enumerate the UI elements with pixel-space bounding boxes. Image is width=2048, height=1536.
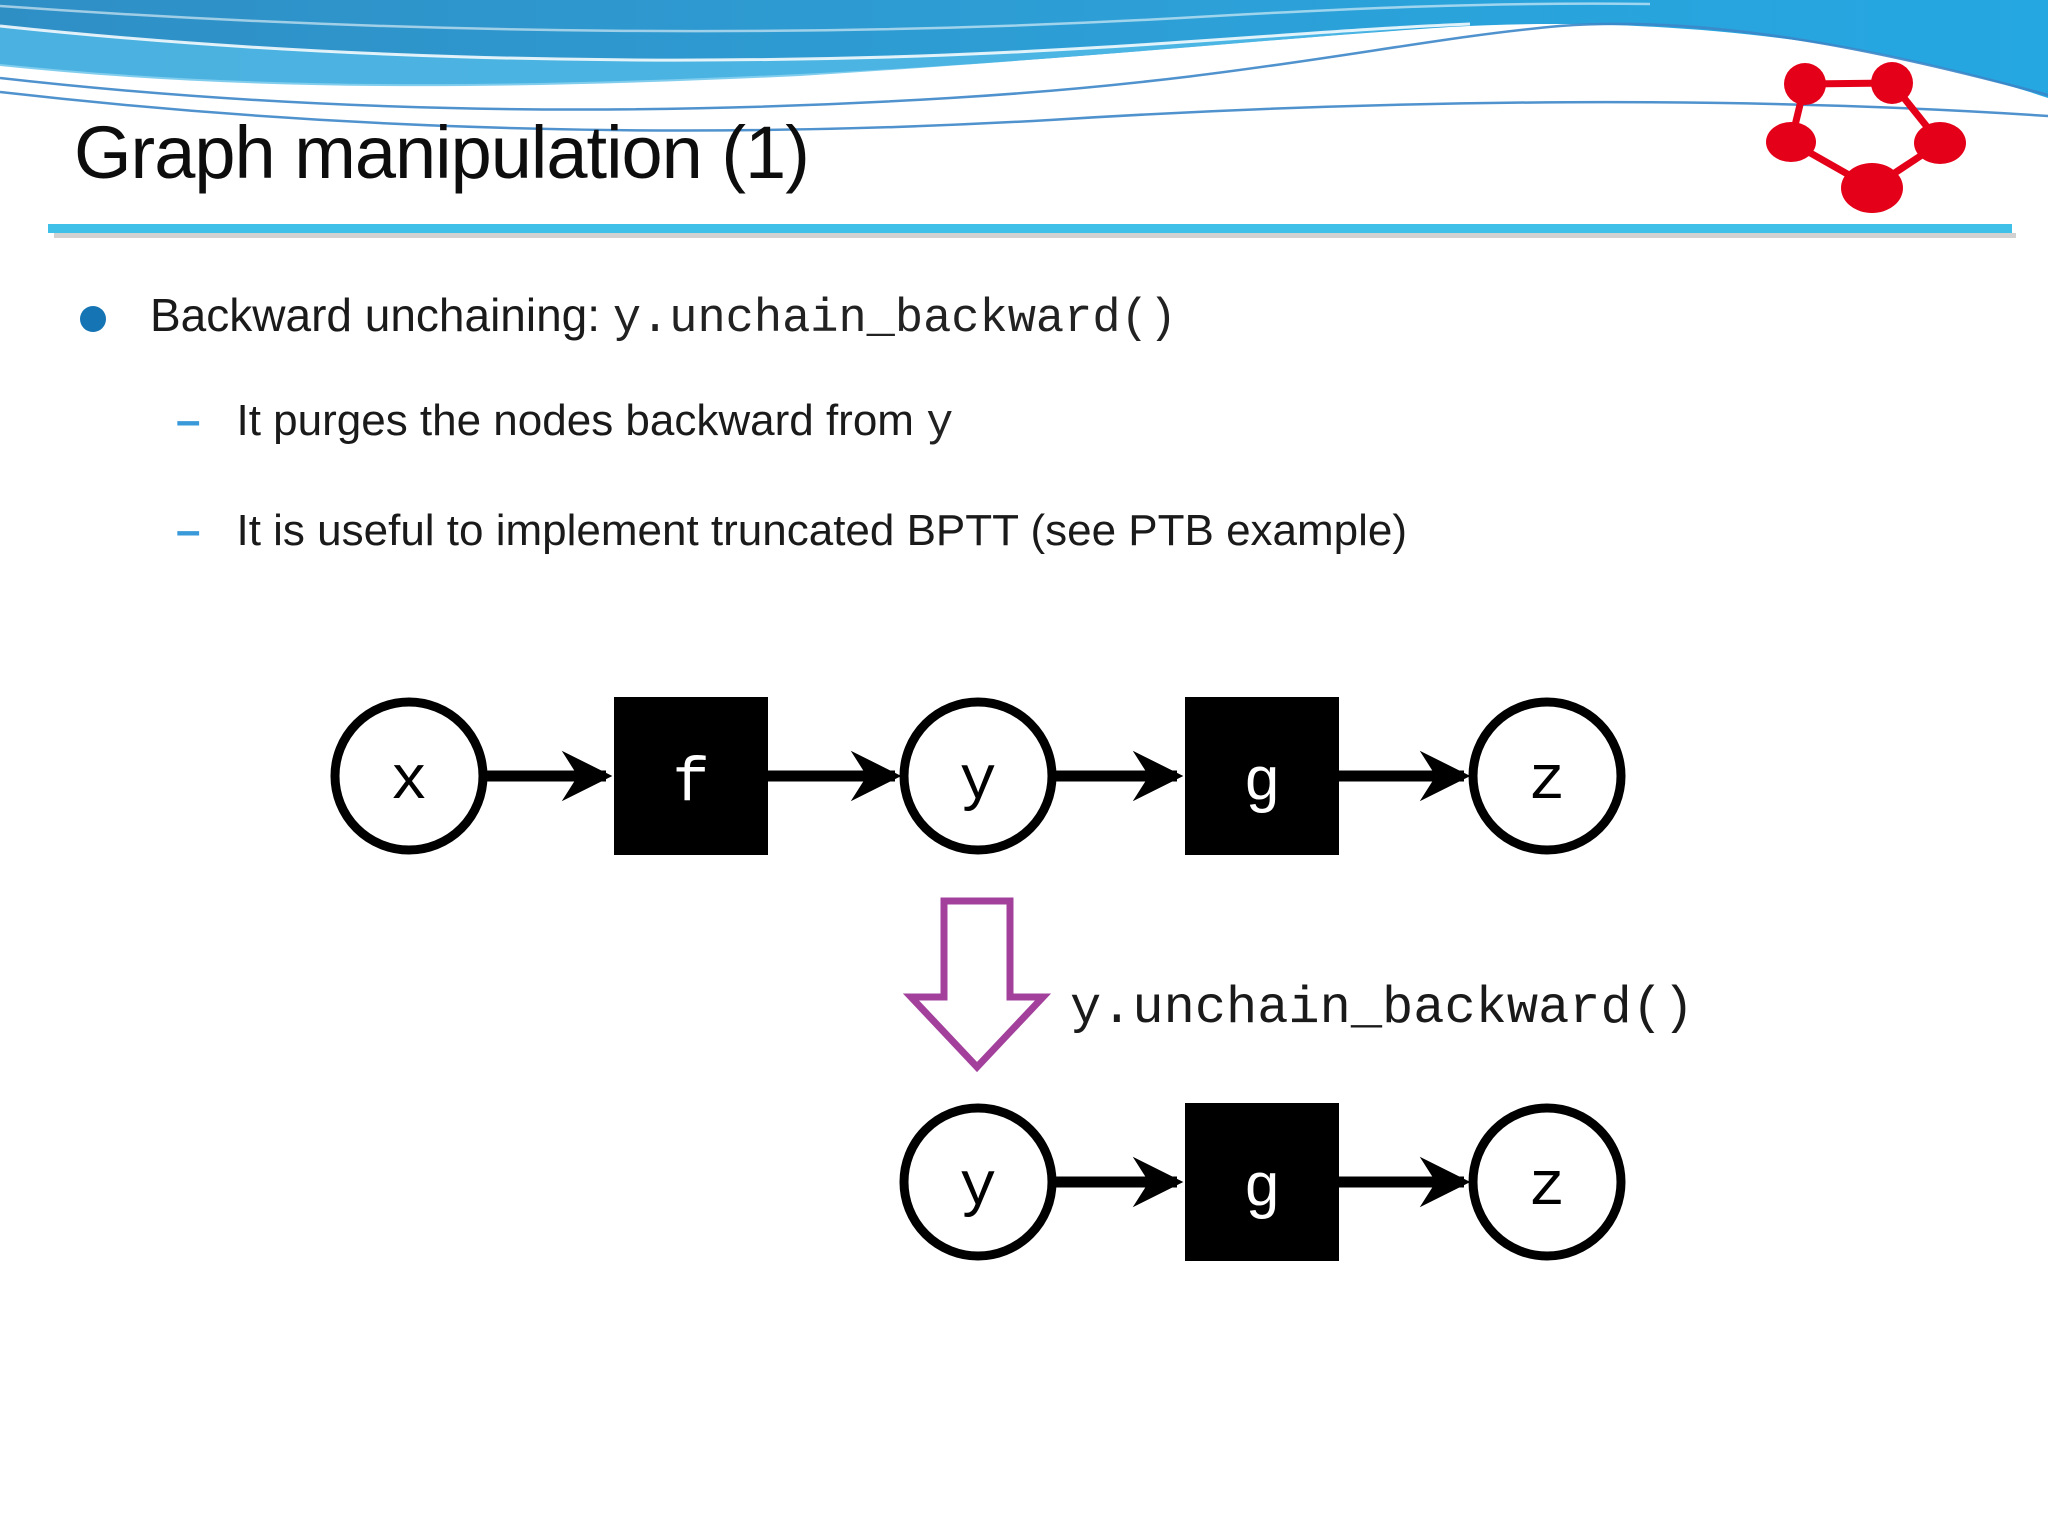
sub-bullet-1: – It purges the nodes backward from y [176,396,953,449]
node-g-label: g [1243,748,1280,819]
node-g-label-after: g [1243,1154,1280,1225]
banner-white-curve-2 [0,2,1651,33]
bullet-line: Backward unchaining: y.unchain_backward(… [80,288,1177,346]
sub-bullet-2-text: It is useful to implement truncated BPTT… [236,506,1407,556]
node-z-label-after: z [1528,1152,1565,1223]
title-underline [48,224,2012,233]
unchain-arrow-icon [902,897,1052,1073]
banner-thin-line-2 [0,90,2048,132]
node-f-label: f [672,748,709,819]
sub-bullet-1-text: It purges the nodes backward from y [236,396,953,449]
node-y-circle [899,697,1057,855]
sub-bullet-dash-icon: – [176,506,201,555]
node-x-circle [330,697,488,855]
bullet-text: Backward unchaining: y.unchain_backward(… [150,288,1177,346]
node-g-square [1185,697,1339,855]
sub-bullet-2-label: It is useful to implement truncated BPTT… [236,506,1408,555]
node-y-label-after: y [959,1152,996,1223]
banner-white-curve-1 [0,22,1471,62]
sub-bullet-dash-icon: – [176,396,201,445]
node-x-label: x [390,746,427,817]
graph-diagram: x f y g z y.unchain_backward() y g z [330,697,1694,1261]
bullet-dot-icon [80,306,106,332]
node-y-circle-after [899,1103,1057,1261]
bullet-code: y.unchain_backward() [612,293,1177,346]
bullet-label: Backward unchaining: [150,289,601,341]
title-underline-shadow [54,233,2016,238]
node-z-label: z [1528,746,1565,817]
banner-wave [0,0,2048,132]
page-title: Graph manipulation (1) [74,111,810,194]
unchain-operation-label: y.unchain_backward() [1070,979,1694,1038]
node-f-square [614,697,768,855]
chainer-logo-icon [1766,62,1966,213]
node-y-label: y [959,746,996,817]
banner-thin-line-1 [0,22,2048,111]
sub-bullet-2: – It is useful to implement truncated BP… [176,506,1407,556]
sub-bullet-1-code: y [926,398,954,449]
node-z-circle [1468,697,1626,855]
node-z-circle-after [1468,1103,1626,1261]
banner-light-wave [0,24,1470,87]
sub-bullet-1-label: It purges the nodes backward from [236,396,914,445]
node-g-square-after [1185,1103,1339,1261]
